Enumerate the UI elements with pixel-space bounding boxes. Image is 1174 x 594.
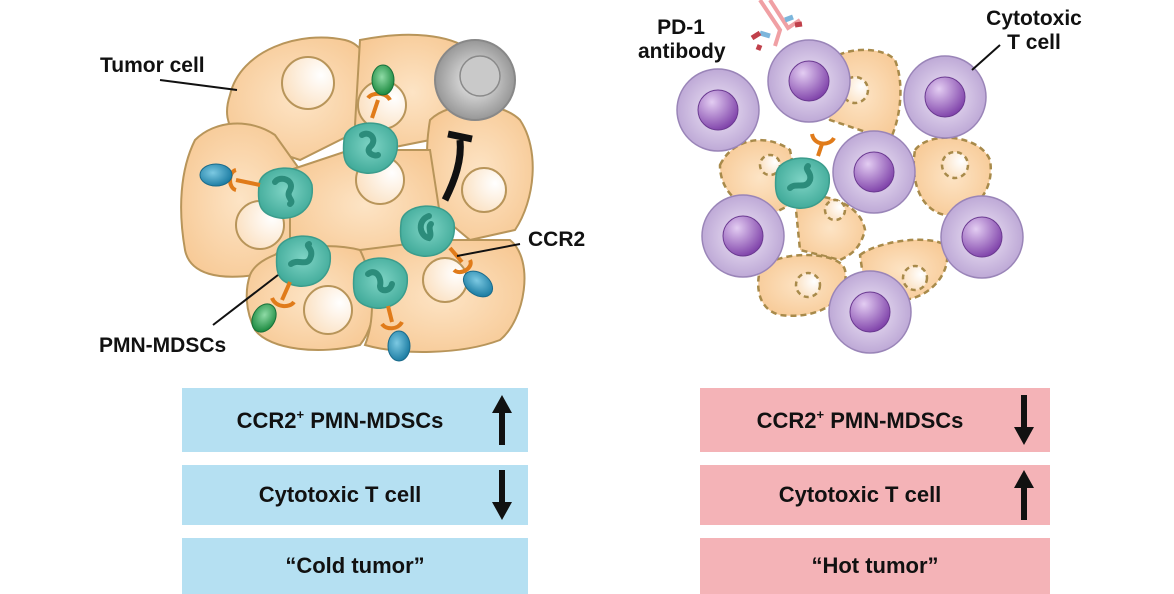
- ctl-label-line1: Cytotoxic: [986, 7, 1082, 30]
- up-arrow-icon: [1014, 470, 1034, 520]
- inhibition-icon: [441, 139, 464, 202]
- pmn-mdsc-cells: [257, 122, 455, 309]
- down-arrow-icon: [492, 470, 512, 520]
- hot-row-cytotoxic-t-cell: Cytotoxic T cell: [700, 465, 1050, 525]
- ccr2-receptor: [810, 133, 836, 157]
- cold-row-cytotoxic-t-cell: Cytotoxic T cell: [182, 465, 528, 525]
- row-text: Cytotoxic T cell: [258, 482, 422, 507]
- hot-row-ccr2-mdscs: CCR2+ PMN-MDSCs: [700, 388, 1050, 452]
- cold-row-ccr2-mdscs: CCR2+ PMN-MDSCs: [182, 388, 528, 452]
- ccr2-pointer: [456, 243, 521, 257]
- row-text: Cytotoxic T cell: [778, 482, 942, 507]
- row-text: CCR2+ PMN-MDSCs: [756, 406, 964, 433]
- row-text: CCR2+ PMN-MDSCs: [236, 406, 444, 433]
- cold-row-label: “Cold tumor”: [182, 538, 528, 594]
- hot-tumor-cluster: [676, 0, 1024, 354]
- cold-tumor-cluster: [159, 33, 534, 362]
- ccl2-ligands: [199, 64, 494, 362]
- pd1-label-line1: PD-1: [657, 16, 705, 39]
- pd1-antibody-icon: [750, 0, 803, 51]
- pmn-mdsc-cell: [774, 157, 830, 209]
- up-arrow-icon: [492, 395, 512, 445]
- cytotoxic-t-cells: [676, 39, 1024, 354]
- tumor-cell-pointer: [159, 79, 238, 91]
- cytotoxic-t-cell-pointer: [971, 44, 1001, 71]
- pmn-mdscs-pointer: [212, 274, 279, 326]
- ccr2-receptors: [228, 91, 473, 331]
- cold-tumor-text: “Cold tumor”: [285, 553, 425, 578]
- ctl-label-line2: T cell: [1007, 31, 1061, 54]
- pmn-mdscs-label: PMN-MDSCs: [99, 334, 227, 357]
- hot-tumor-text: “Hot tumor”: [811, 553, 939, 578]
- pd1-label-line2: antibody: [638, 40, 726, 63]
- cytotoxic-t-cell-label: Cytotoxic T cell: [984, 7, 1084, 55]
- hot-row-label: “Hot tumor”: [700, 538, 1050, 594]
- down-arrow-icon: [1014, 395, 1034, 445]
- ccr2-label: CCR2: [528, 228, 586, 251]
- pd1-antibody-label: PD-1 antibody: [638, 16, 726, 64]
- tumor-cell-label: Tumor cell: [100, 54, 205, 77]
